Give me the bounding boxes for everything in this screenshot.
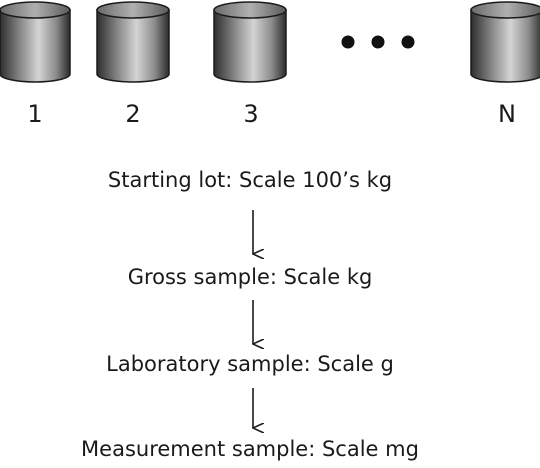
container-drum-2 — [96, 1, 170, 83]
container-label-3: 3 — [243, 100, 259, 128]
step-starting-lot: Starting lot: Scale 100’s kg — [107, 168, 393, 192]
container-drum-3 — [213, 1, 287, 83]
container-label-2: 2 — [125, 100, 141, 128]
container-label-1: 1 — [27, 100, 43, 128]
step-gross-sample: Gross sample: Scale kg — [127, 265, 373, 289]
step-laboratory-sample: Laboratory sample: Scale g — [106, 352, 394, 376]
container-label-n: N — [498, 100, 516, 128]
step-measurement-sample: Measurement sample: Scale mg — [81, 437, 419, 461]
container-drum-1 — [0, 1, 71, 83]
ellipsis-dots — [341, 35, 415, 49]
container-drum-n — [470, 1, 540, 83]
